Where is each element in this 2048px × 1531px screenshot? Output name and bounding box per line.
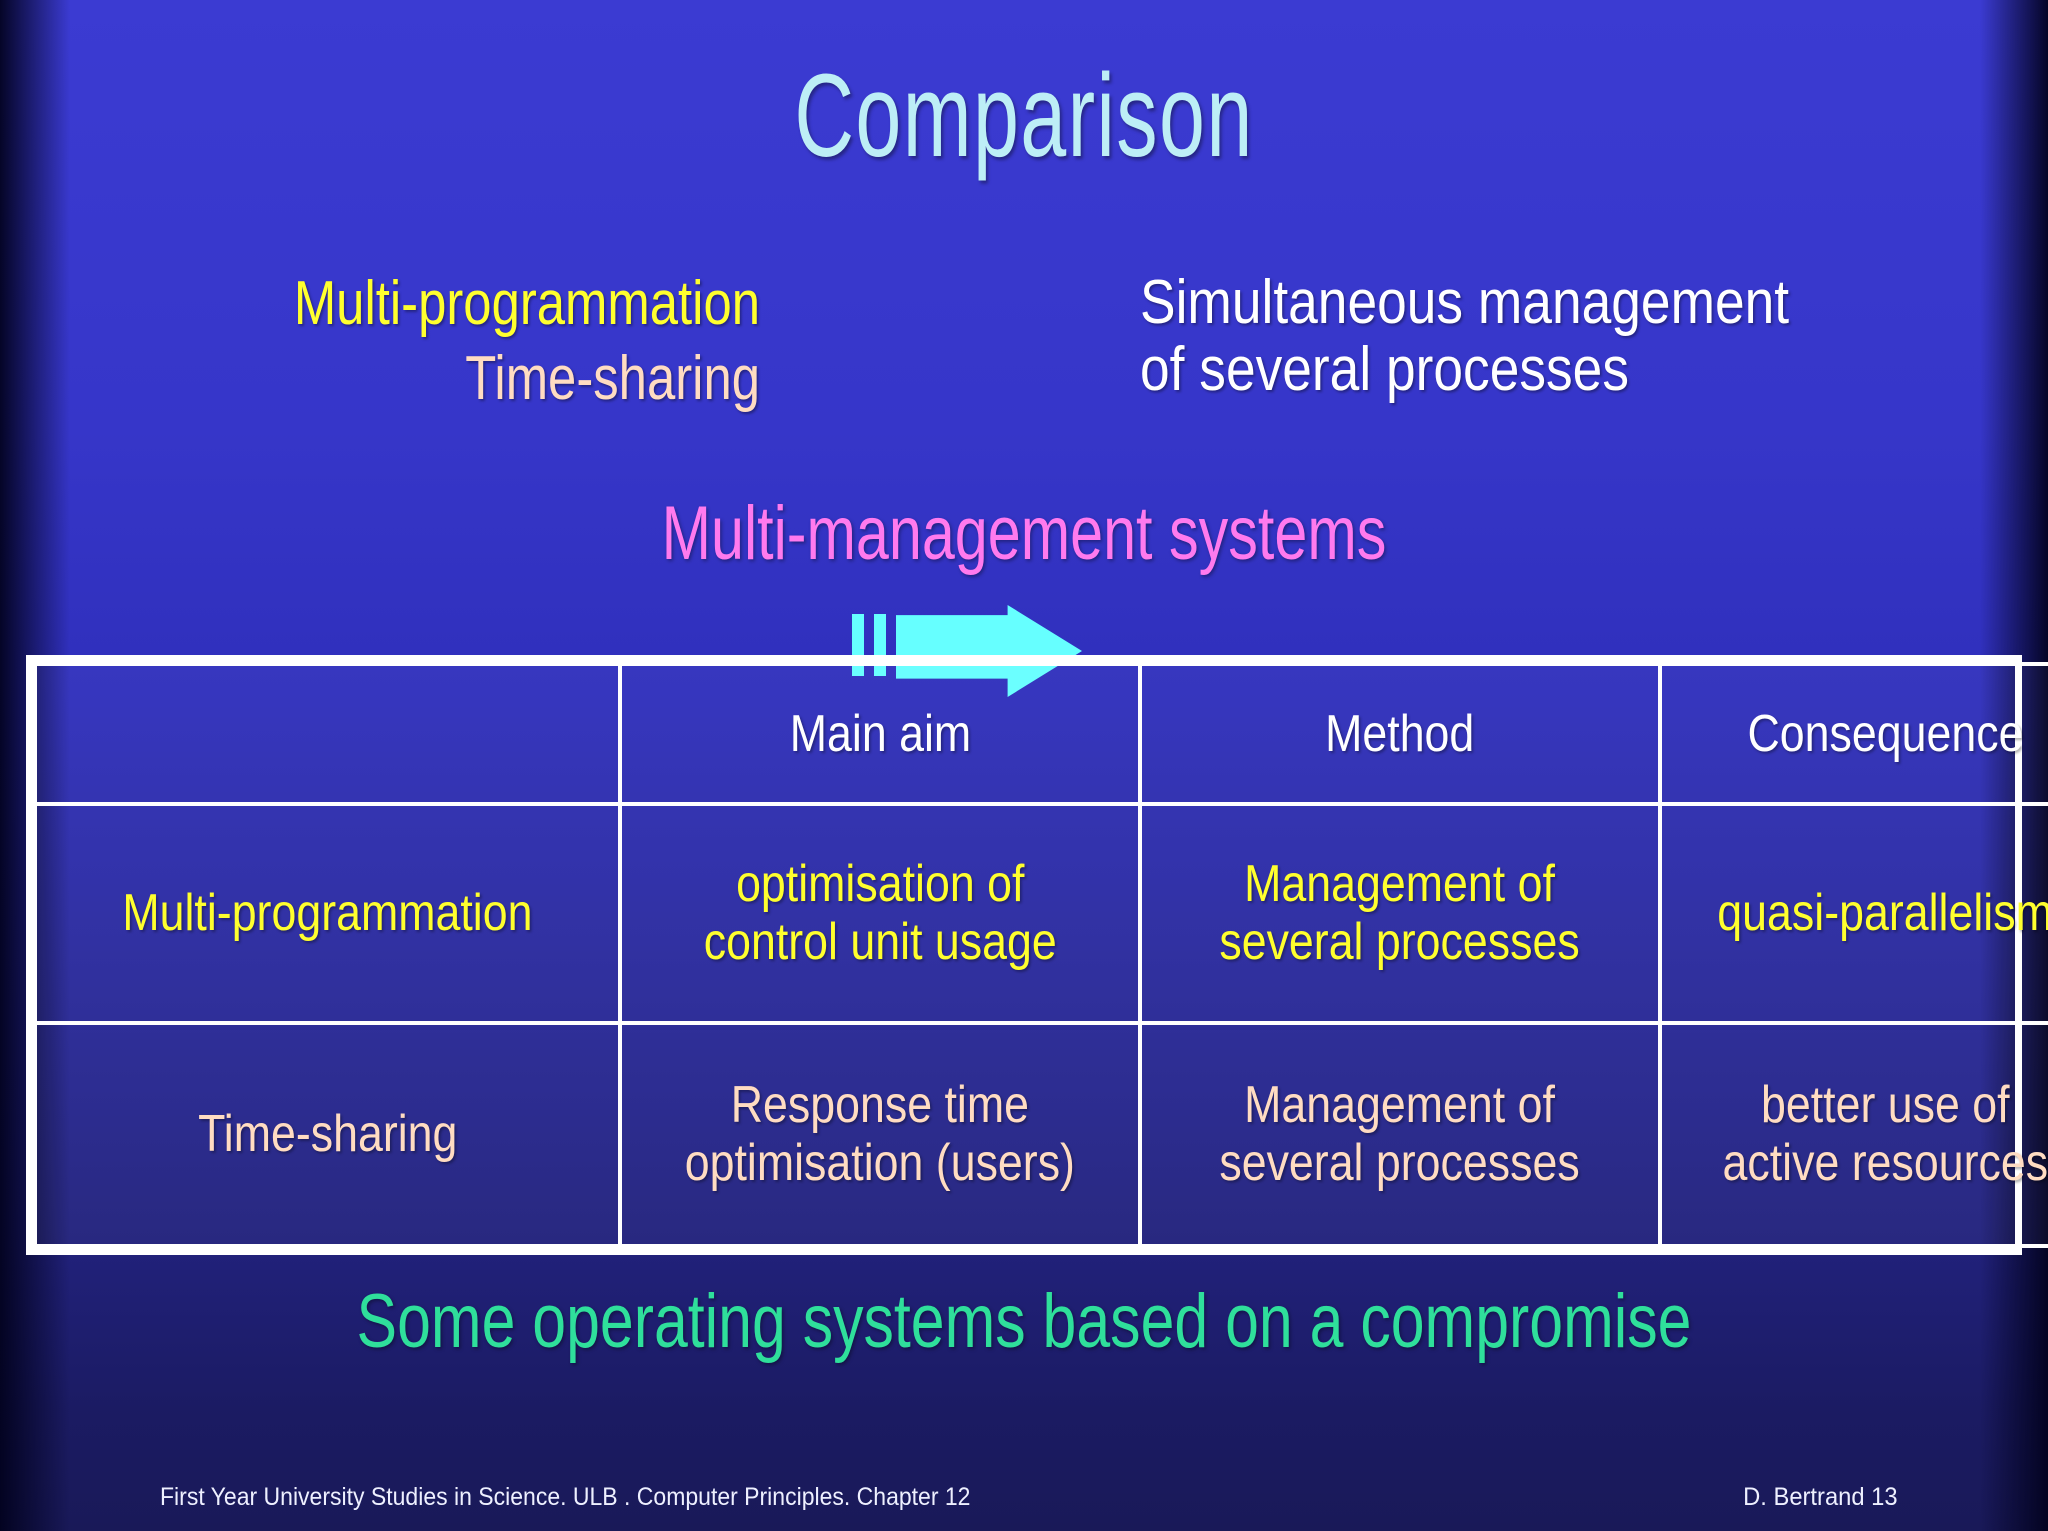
table-cell-row1-main-aim: optimisation of control unit usage xyxy=(618,802,1142,1025)
table-cell-row2-consequence: better use of active resources xyxy=(1658,1020,2048,1249)
table-header-label-consequence: Consequence xyxy=(1746,705,2023,764)
table-row1-main-aim-line1: optimisation of xyxy=(735,855,1025,914)
term-time-sharing: Time-sharing xyxy=(465,344,760,414)
table-row1-method-line1: Management of xyxy=(1244,855,1556,914)
comparison-table: Main aim Method Consequence Multi-progra… xyxy=(26,655,2048,1255)
right-text-line-2: of several processes xyxy=(1140,334,1630,404)
table-cell-row2-main-aim: Response time optimisation (users) xyxy=(618,1020,1142,1249)
table-row2-method: Management of several processes xyxy=(1220,1076,1580,1192)
table-header-row: Main aim Method Consequence xyxy=(33,661,2048,807)
table-cell-row1-label: Multi-programmation xyxy=(33,802,622,1025)
term-multi-programmation: Multi-programmation xyxy=(293,269,760,338)
table-header-cell-main-aim: Main aim xyxy=(618,661,1142,807)
table-row2-method-line1: Management of xyxy=(1244,1076,1556,1135)
table-row2-method-line2: several processes xyxy=(1219,1134,1581,1193)
table-header-cell-empty xyxy=(33,661,622,807)
table-row1-consequence: quasi-parallelism xyxy=(1717,884,2048,943)
footer-course-info: First Year University Studies in Science… xyxy=(160,1483,971,1511)
table-row1-main-aim-line2: control unit usage xyxy=(703,913,1057,972)
table-cell-row1-consequence: quasi-parallelism xyxy=(1658,802,2048,1025)
right-text-group: Simultaneous management of several proce… xyxy=(1140,268,1897,404)
table-row2-consequence: better use of active resources xyxy=(1722,1076,2048,1192)
table-row: Multi-programmation optimisation of cont… xyxy=(33,802,2048,1025)
table-row2-consequence-line2: active resources xyxy=(1722,1134,2048,1193)
table-cell-row2-method: Management of several processes xyxy=(1138,1020,1662,1249)
table-row2-main-aim: Response time optimisation (users) xyxy=(685,1076,1075,1192)
table-header-label-main-aim: Main aim xyxy=(789,705,971,764)
table-row: Time-sharing Response time optimisation … xyxy=(33,1020,2048,1249)
table-row2-label: Time-sharing xyxy=(197,1105,458,1164)
table-cell-row1-method: Management of several processes xyxy=(1138,802,1662,1025)
table-header-label-method: Method xyxy=(1325,705,1475,764)
table-header-cell-consequence: Consequence xyxy=(1658,661,2048,807)
conclusion-text: Some operating systems based on a compro… xyxy=(356,1279,1692,1364)
table-row1-label: Multi-programmation xyxy=(122,884,533,943)
table-row2-main-aim-line1: Response time xyxy=(730,1076,1030,1135)
footer-author-page: D. Bertrand 13 xyxy=(1743,1483,1898,1511)
table-row1-main-aim: optimisation of control unit usage xyxy=(703,855,1056,971)
comparison-top-block: Multi-programmation Time-sharing Simulta… xyxy=(0,268,2048,697)
page-title: Comparison xyxy=(794,50,1254,182)
table-row2-main-aim-line2: optimisation (users) xyxy=(684,1134,1076,1193)
table-cell-row2-label: Time-sharing xyxy=(33,1020,622,1249)
table-row1-method-line2: several processes xyxy=(1219,913,1581,972)
subtitle-multi-management: Multi-management systems xyxy=(661,491,1387,576)
right-text-line-1: Simultaneous management xyxy=(1140,268,1790,337)
table-header-cell-method: Method xyxy=(1138,661,1662,807)
table-row2-consequence-line1: better use of xyxy=(1760,1076,2010,1135)
table-row1-method: Management of several processes xyxy=(1220,855,1580,971)
left-terms-group: Multi-programmation Time-sharing xyxy=(100,269,760,414)
